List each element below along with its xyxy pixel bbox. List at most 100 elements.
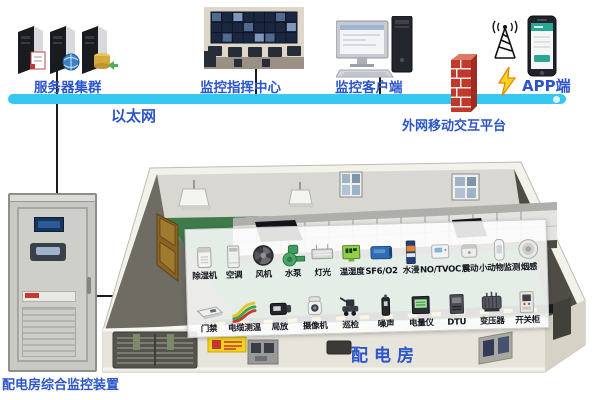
device-label: 除湿机 (192, 270, 218, 282)
animal-detector-icon (484, 235, 515, 263)
device-item: 灯光 (307, 240, 338, 279)
server-cluster-icon (18, 26, 118, 74)
device-item: 电量仪 (403, 291, 439, 330)
device-label: 空调 (225, 269, 243, 281)
device-label: 摄像机 (302, 321, 328, 332)
room-window-back-1 (339, 171, 363, 198)
device-item: 水浸 (395, 238, 426, 277)
device-label: 震动 (461, 263, 479, 274)
device-label: 变压器 (479, 316, 505, 327)
device-item: 摄像机 (297, 294, 333, 333)
device-label: 巡检 (342, 320, 359, 331)
device-item: 局放 (261, 295, 297, 334)
device-item: 巡检 (332, 293, 368, 332)
switchgear-icon (512, 288, 543, 316)
antenna-icon (492, 20, 518, 59)
front-louver-vent (112, 331, 198, 369)
room-back-wall (157, 169, 521, 220)
access-control-icon (193, 297, 224, 325)
device-item: 电缆测温 (226, 296, 262, 335)
cabinet-top-cap (10, 195, 95, 202)
cabinet-vents (22, 307, 76, 357)
ceiling-light-2 (288, 182, 314, 208)
cabinet-label: 配电房综合监控装置 (2, 378, 120, 393)
video-wall-icon (204, 7, 304, 69)
device-item: DTU (438, 290, 474, 329)
water-leak-icon (395, 238, 426, 266)
device-item: 开关柜 (509, 288, 545, 327)
platform-label: 外网移动交互平台 (402, 119, 507, 134)
partial-discharge-icon (264, 295, 295, 323)
connector-client (379, 74, 381, 96)
device-label: 水泵 (284, 268, 302, 279)
device-label: 水浸 (402, 265, 420, 276)
command-center-label: 监控指挥中心 (200, 80, 281, 96)
smoke-detector-icon (513, 235, 544, 263)
device-item: 变压器 (474, 289, 510, 328)
device-label: 风机 (255, 269, 272, 280)
device-item: 门禁 (190, 297, 226, 336)
device-item: 温湿度 (336, 240, 367, 279)
noise-meter-icon (370, 292, 401, 320)
light-icon (307, 240, 338, 268)
cabinet-monitor-unit (30, 243, 66, 261)
front-window (478, 331, 513, 365)
device-label: 电缆测温 (227, 322, 261, 334)
device-label: 电量仪 (408, 318, 434, 329)
ethernet-bus (8, 94, 566, 104)
monitoring-cabinet (8, 193, 97, 372)
server-cluster-label: 服务器集群 (34, 80, 102, 96)
desktop-pc-icon (336, 16, 413, 78)
camera-icon (299, 294, 330, 322)
lightning-icon (497, 67, 517, 97)
cabinet-handle (87, 277, 91, 294)
room-label: 配电房 (351, 346, 420, 366)
cabinet-display (34, 217, 64, 232)
device-row-2: 门禁电缆测温局放 摄像机 巡检 噪声 电量仪 DTU 变压器开关柜 (187, 273, 548, 337)
transformer-icon (476, 289, 507, 317)
device-item: 空调 (218, 243, 249, 282)
ceiling-light-1 (178, 180, 211, 210)
smartphone-icon (527, 15, 557, 77)
ethernet-label: 以太网 (111, 107, 157, 125)
dehumidifier-icon (189, 244, 220, 272)
temp-humidity-icon (336, 240, 367, 268)
front-vent-small (326, 340, 352, 355)
fan-icon (248, 242, 279, 270)
connector-servers-to-cabinet (56, 62, 58, 194)
dtu-icon (441, 290, 472, 318)
device-label: 温湿度 (339, 266, 365, 278)
connector-command-center (255, 64, 257, 96)
air-quality-icon (425, 237, 456, 265)
device-item: 小动物监测 (479, 235, 520, 274)
vibration-icon (454, 236, 485, 264)
right-wall-vent (553, 297, 571, 340)
device-label: 噪声 (377, 319, 395, 330)
device-label: 灯光 (314, 267, 331, 278)
robot-icon (335, 293, 366, 321)
device-label: SF6/O2 (365, 265, 398, 277)
device-item: 风机 (248, 242, 279, 281)
device-label: 门禁 (200, 324, 218, 335)
device-label: 烟感 (520, 261, 538, 273)
cabinet-red-unit (22, 291, 76, 302)
room-window-back-2 (451, 173, 480, 201)
room-door (156, 213, 179, 283)
ethernet-bus-endcap (553, 96, 560, 103)
device-label: 局放 (271, 322, 289, 333)
gas-sensor-icon (366, 239, 397, 267)
client-label: 监控客户端 (335, 80, 403, 96)
air-conditioner-icon (218, 243, 249, 271)
device-item: 噪声 (367, 292, 403, 331)
device-item: SF6/O2 (365, 239, 398, 278)
device-label: DTU (447, 317, 467, 328)
cable-temp-icon (229, 296, 260, 324)
device-item: 除湿机 (189, 244, 220, 283)
device-item: 烟感 (513, 235, 544, 274)
device-item: 水泵 (277, 241, 308, 280)
device-item: NO/TVOC (420, 237, 461, 276)
water-pump-icon (277, 241, 308, 269)
